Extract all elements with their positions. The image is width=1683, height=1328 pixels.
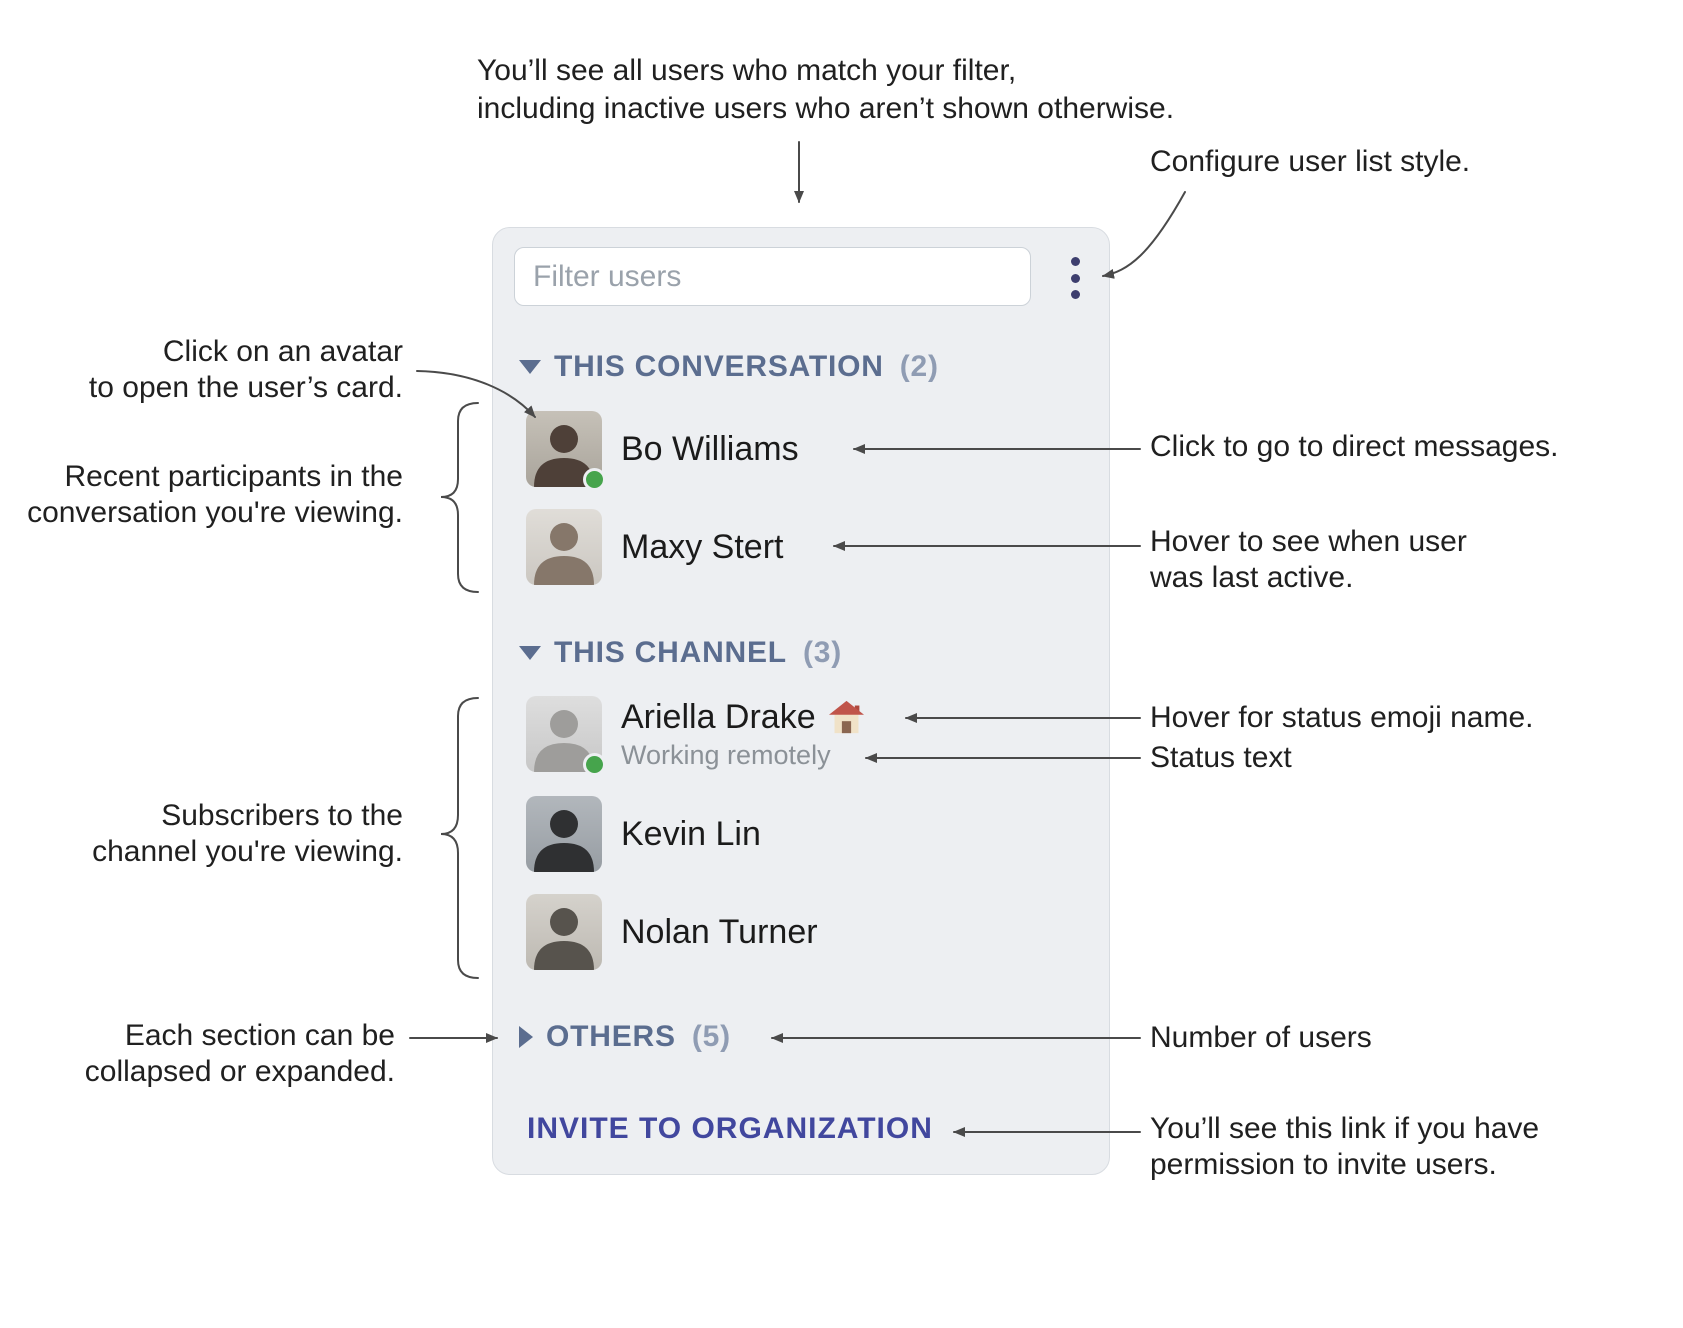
section-count: (5) xyxy=(691,1020,731,1053)
annotation-line: channel you're viewing. xyxy=(92,835,403,868)
avatar[interactable] xyxy=(526,894,602,970)
user-row-ariella-drake[interactable]: Ariella Drake Working remotely xyxy=(526,696,865,776)
user-name-block: Ariella Drake Working remotely xyxy=(621,697,865,770)
annotation-recent-participants-note: Recent participants in the conversation … xyxy=(27,459,403,531)
user-row-nolan-turner[interactable]: Nolan Turner xyxy=(526,894,818,970)
annotation-line: Each section can be xyxy=(124,1019,395,1052)
annotation-line: You’ll see all users who match your filt… xyxy=(477,54,1017,87)
annotation-line: Status text xyxy=(1150,741,1292,774)
annotation-subscribers-note: Subscribers to the channel you're viewin… xyxy=(92,798,403,870)
user-row-bo-williams[interactable]: Bo Williams xyxy=(526,411,799,491)
annotation-line: Recent participants in the xyxy=(64,460,403,493)
person-silhouette-icon xyxy=(534,523,594,585)
annotation-line: Click on an avatar xyxy=(162,335,403,368)
annotation-line: including inactive users who aren’t show… xyxy=(477,92,1175,125)
user-name: Nolan Turner xyxy=(621,912,818,951)
section-label: THIS CONVERSATION xyxy=(554,350,884,383)
annotation-line: collapsed or expanded. xyxy=(84,1055,395,1088)
online-presence-dot xyxy=(583,468,606,491)
avatar[interactable] xyxy=(526,509,602,585)
avatar[interactable] xyxy=(526,411,606,491)
annotation-direct-messages-note: Click to go to direct messages. xyxy=(1150,428,1559,466)
section-header-this-channel[interactable]: THIS CHANNEL (3) xyxy=(519,636,842,670)
annotation-line: Hover for status emoji name. xyxy=(1150,701,1534,734)
avatar-photo xyxy=(526,509,602,585)
annotation-status-text-note: Status text xyxy=(1150,739,1292,777)
user-list-menu-icon[interactable] xyxy=(1056,257,1094,299)
user-name: Bo Williams xyxy=(621,429,799,468)
annotation-line: Click to go to direct messages. xyxy=(1150,430,1559,463)
annotation-line: Hover to see when user xyxy=(1150,525,1467,558)
user-row-kevin-lin[interactable]: Kevin Lin xyxy=(526,796,761,872)
person-silhouette-icon xyxy=(534,810,594,872)
section-collapse-icon xyxy=(519,646,541,660)
annotation-line: conversation you're viewing. xyxy=(27,496,403,529)
invite-to-organization-link[interactable]: INVITE TO ORGANIZATION xyxy=(527,1112,933,1145)
person-silhouette-icon xyxy=(534,425,594,487)
avatar[interactable] xyxy=(526,696,606,776)
user-name: Kevin Lin xyxy=(621,814,761,853)
menu-dot xyxy=(1070,290,1080,299)
section-header-others[interactable]: OTHERS (5) xyxy=(519,1020,731,1054)
annotation-line: Subscribers to the xyxy=(161,799,403,832)
annotation-line: You’ll see this link if you have xyxy=(1150,1112,1540,1145)
section-count: (2) xyxy=(899,350,939,383)
annotation-avatar-note: Click on an avatar to open the user’s ca… xyxy=(89,334,403,406)
annotation-collapse-note: Each section can be collapsed or expande… xyxy=(85,1018,395,1090)
annotation-status-emoji-note: Hover for status emoji name. xyxy=(1150,699,1533,737)
menu-dot xyxy=(1070,273,1080,283)
section-header-this-conversation[interactable]: THIS CONVERSATION (2) xyxy=(519,350,939,384)
avatar-photo xyxy=(526,796,602,872)
user-row-maxy-stert[interactable]: Maxy Stert xyxy=(526,509,783,585)
section-collapse-icon xyxy=(519,360,541,374)
avatar[interactable] xyxy=(526,796,602,872)
menu-dot xyxy=(1070,257,1080,266)
annotation-last-active-note: Hover to see when user was last active. xyxy=(1150,524,1467,596)
annotation-line: permission to invite users. xyxy=(1150,1148,1497,1181)
user-name: Ariella Drake xyxy=(621,698,816,736)
section-count: (3) xyxy=(802,636,843,669)
avatar-photo xyxy=(526,894,602,970)
house-emoji-icon[interactable] xyxy=(828,700,865,735)
user-name: Maxy Stert xyxy=(621,527,784,566)
annotation-line: to open the user’s card. xyxy=(88,371,403,404)
annotation-configure-note: Configure user list style. xyxy=(1150,143,1470,181)
avatar-photo xyxy=(526,411,602,487)
online-presence-dot xyxy=(583,753,606,776)
section-expand-icon xyxy=(519,1026,533,1048)
annotation-line: Configure user list style. xyxy=(1150,145,1471,178)
brace-recent-participants xyxy=(440,402,479,593)
section-label: OTHERS xyxy=(546,1020,676,1053)
annotation-line: was last active. xyxy=(1150,561,1354,594)
annotation-number-of-users-note: Number of users xyxy=(1150,1019,1372,1057)
annotation-line: Number of users xyxy=(1150,1021,1372,1054)
person-silhouette-icon xyxy=(534,710,594,772)
person-silhouette-icon xyxy=(534,908,594,970)
annotation-filter-note: You’ll see all users who match your filt… xyxy=(477,52,1174,128)
section-label: THIS CHANNEL xyxy=(554,636,787,669)
annotation-invite-note: You’ll see this link if you have permiss… xyxy=(1150,1111,1539,1183)
brace-subscribers xyxy=(440,697,479,979)
filter-users-input[interactable] xyxy=(514,247,1031,306)
arrow-configure xyxy=(1102,191,1186,279)
user-status-text: Working remotely xyxy=(621,740,831,770)
user-list-panel: THIS CONVERSATION (2) Bo Williams xyxy=(492,227,1110,1175)
